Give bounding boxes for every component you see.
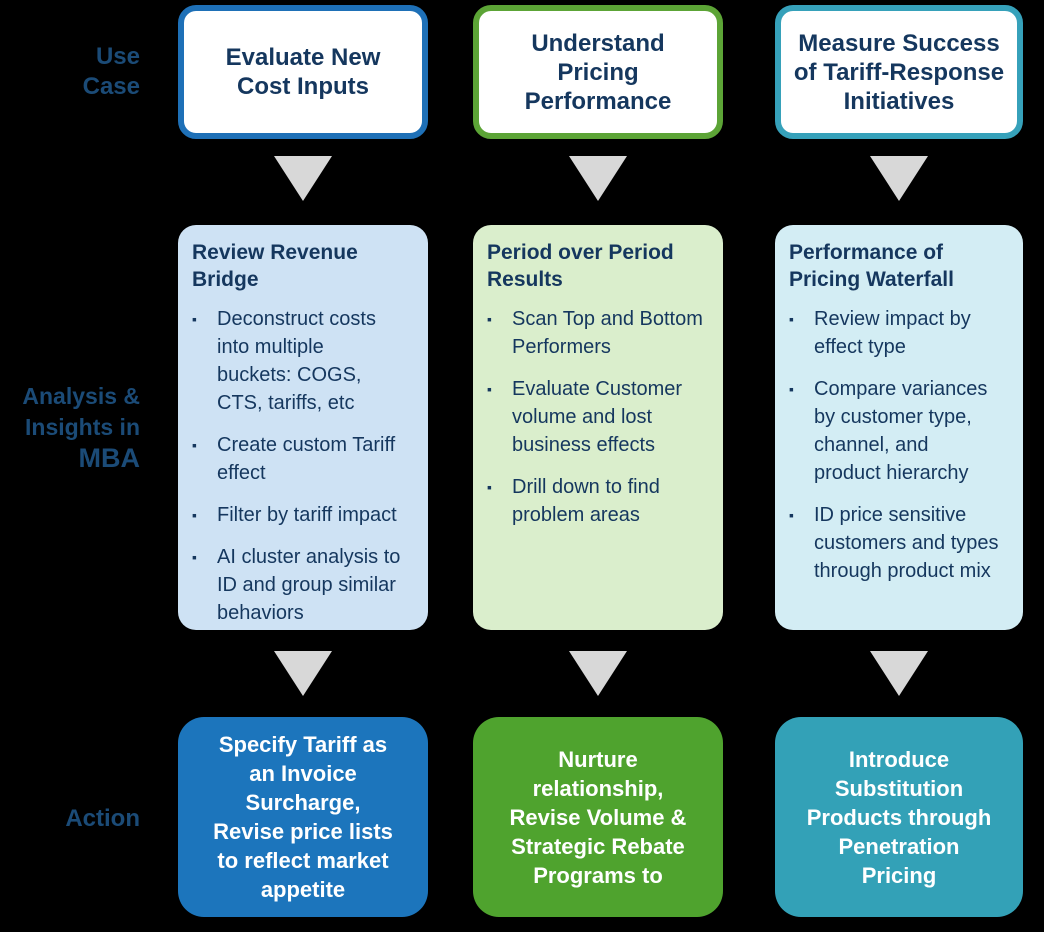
down-arrow-icon	[870, 156, 928, 201]
bullet-item: ▪ ID price sensitive customers and types…	[789, 501, 1015, 585]
use-case-box: Understand Pricing Performance	[473, 5, 723, 139]
insights-box: Period over Period Results ▪ Scan Top an…	[473, 225, 723, 630]
column-tariff-response-success: Measure Success of Tariff-Response Initi…	[775, 0, 1023, 932]
use-case-box: Evaluate New Cost Inputs	[178, 5, 428, 139]
bullet-item: ▪ Create custom Tariff effect	[192, 431, 420, 487]
insights-box: Review Revenue Bridge ▪ Deconstruct cost…	[178, 225, 428, 630]
bullet-icon: ▪	[789, 507, 794, 523]
bullet-icon: ▪	[192, 507, 197, 523]
bullet-item: ▪ Drill down to find problem areas	[487, 473, 715, 529]
action-box: Specify Tariff as an Invoice Surcharge, …	[178, 717, 428, 917]
row-label-use-case: Use Case	[82, 43, 140, 100]
bullet-text: Scan Top and Bottom Performers	[512, 308, 703, 358]
insights-title: Period over Period Results	[487, 241, 674, 291]
bullet-icon: ▪	[789, 311, 794, 327]
bullet-icon: ▪	[487, 311, 492, 327]
bullet-icon: ▪	[789, 381, 794, 397]
down-arrow-icon	[569, 156, 627, 201]
action-box: Nurture relationship, Revise Volume & St…	[473, 717, 723, 917]
bullet-icon: ▪	[487, 479, 492, 495]
insights-title: Review Revenue Bridge	[192, 241, 358, 291]
bullet-item: ▪ Deconstruct costs into multiple bucket…	[192, 305, 420, 417]
bullet-item: ▪ Compare variances by customer type, ch…	[789, 375, 1015, 487]
insights-title: Performance of Pricing Waterfall	[789, 241, 954, 291]
row-label-analysis-line3: MBA	[78, 443, 141, 473]
bullet-item: ▪ Scan Top and Bottom Performers	[487, 305, 715, 361]
column-evaluate-cost-inputs: Evaluate New Cost Inputs Review Revenue …	[178, 0, 428, 932]
bullet-text: Create custom Tariff effect	[217, 434, 396, 484]
down-arrow-icon	[569, 651, 627, 696]
bullet-text: ID price sensitive customers and types t…	[814, 504, 999, 582]
bullet-item: ▪ AI cluster analysis to ID and group si…	[192, 543, 420, 627]
row-label-analysis-line1: Analysis &	[22, 383, 140, 409]
down-arrow-icon	[274, 651, 332, 696]
bullet-text: Evaluate Customer volume and lost busine…	[512, 378, 683, 456]
bullet-item: ▪ Evaluate Customer volume and lost busi…	[487, 375, 715, 459]
row-label-analysis-insights-mba: Analysis & Insights in MBA	[0, 381, 140, 474]
bullet-text: AI cluster analysis to ID and group simi…	[217, 546, 401, 624]
bullet-text: Drill down to find problem areas	[512, 476, 660, 526]
bullet-list: ▪ Review impact by effect type ▪ Compare…	[789, 305, 1015, 585]
bullet-list: ▪ Deconstruct costs into multiple bucket…	[192, 305, 420, 627]
row-label-analysis-line2: Insights in	[25, 414, 140, 440]
bullet-text: Deconstruct costs into multiple buckets:…	[217, 308, 376, 414]
action-box: Introduce Substitution Products through …	[775, 717, 1023, 917]
bullet-text: Compare variances by customer type, chan…	[814, 378, 988, 484]
bullet-text: Review impact by effect type	[814, 308, 971, 358]
down-arrow-icon	[274, 156, 332, 201]
row-label-action: Action	[65, 805, 140, 832]
insights-box: Performance of Pricing Waterfall ▪ Revie…	[775, 225, 1023, 630]
bullet-icon: ▪	[487, 381, 492, 397]
bullet-text: Filter by tariff impact	[217, 504, 397, 526]
bullet-icon: ▪	[192, 311, 197, 327]
column-pricing-performance: Understand Pricing Performance Period ov…	[473, 0, 723, 932]
bullet-item: ▪ Review impact by effect type	[789, 305, 1015, 361]
bullet-list: ▪ Scan Top and Bottom Performers ▪ Evalu…	[487, 305, 715, 529]
down-arrow-icon	[870, 651, 928, 696]
bullet-item: ▪ Filter by tariff impact	[192, 501, 420, 529]
bullet-icon: ▪	[192, 437, 197, 453]
use-case-box: Measure Success of Tariff-Response Initi…	[775, 5, 1023, 139]
bullet-icon: ▪	[192, 549, 197, 565]
